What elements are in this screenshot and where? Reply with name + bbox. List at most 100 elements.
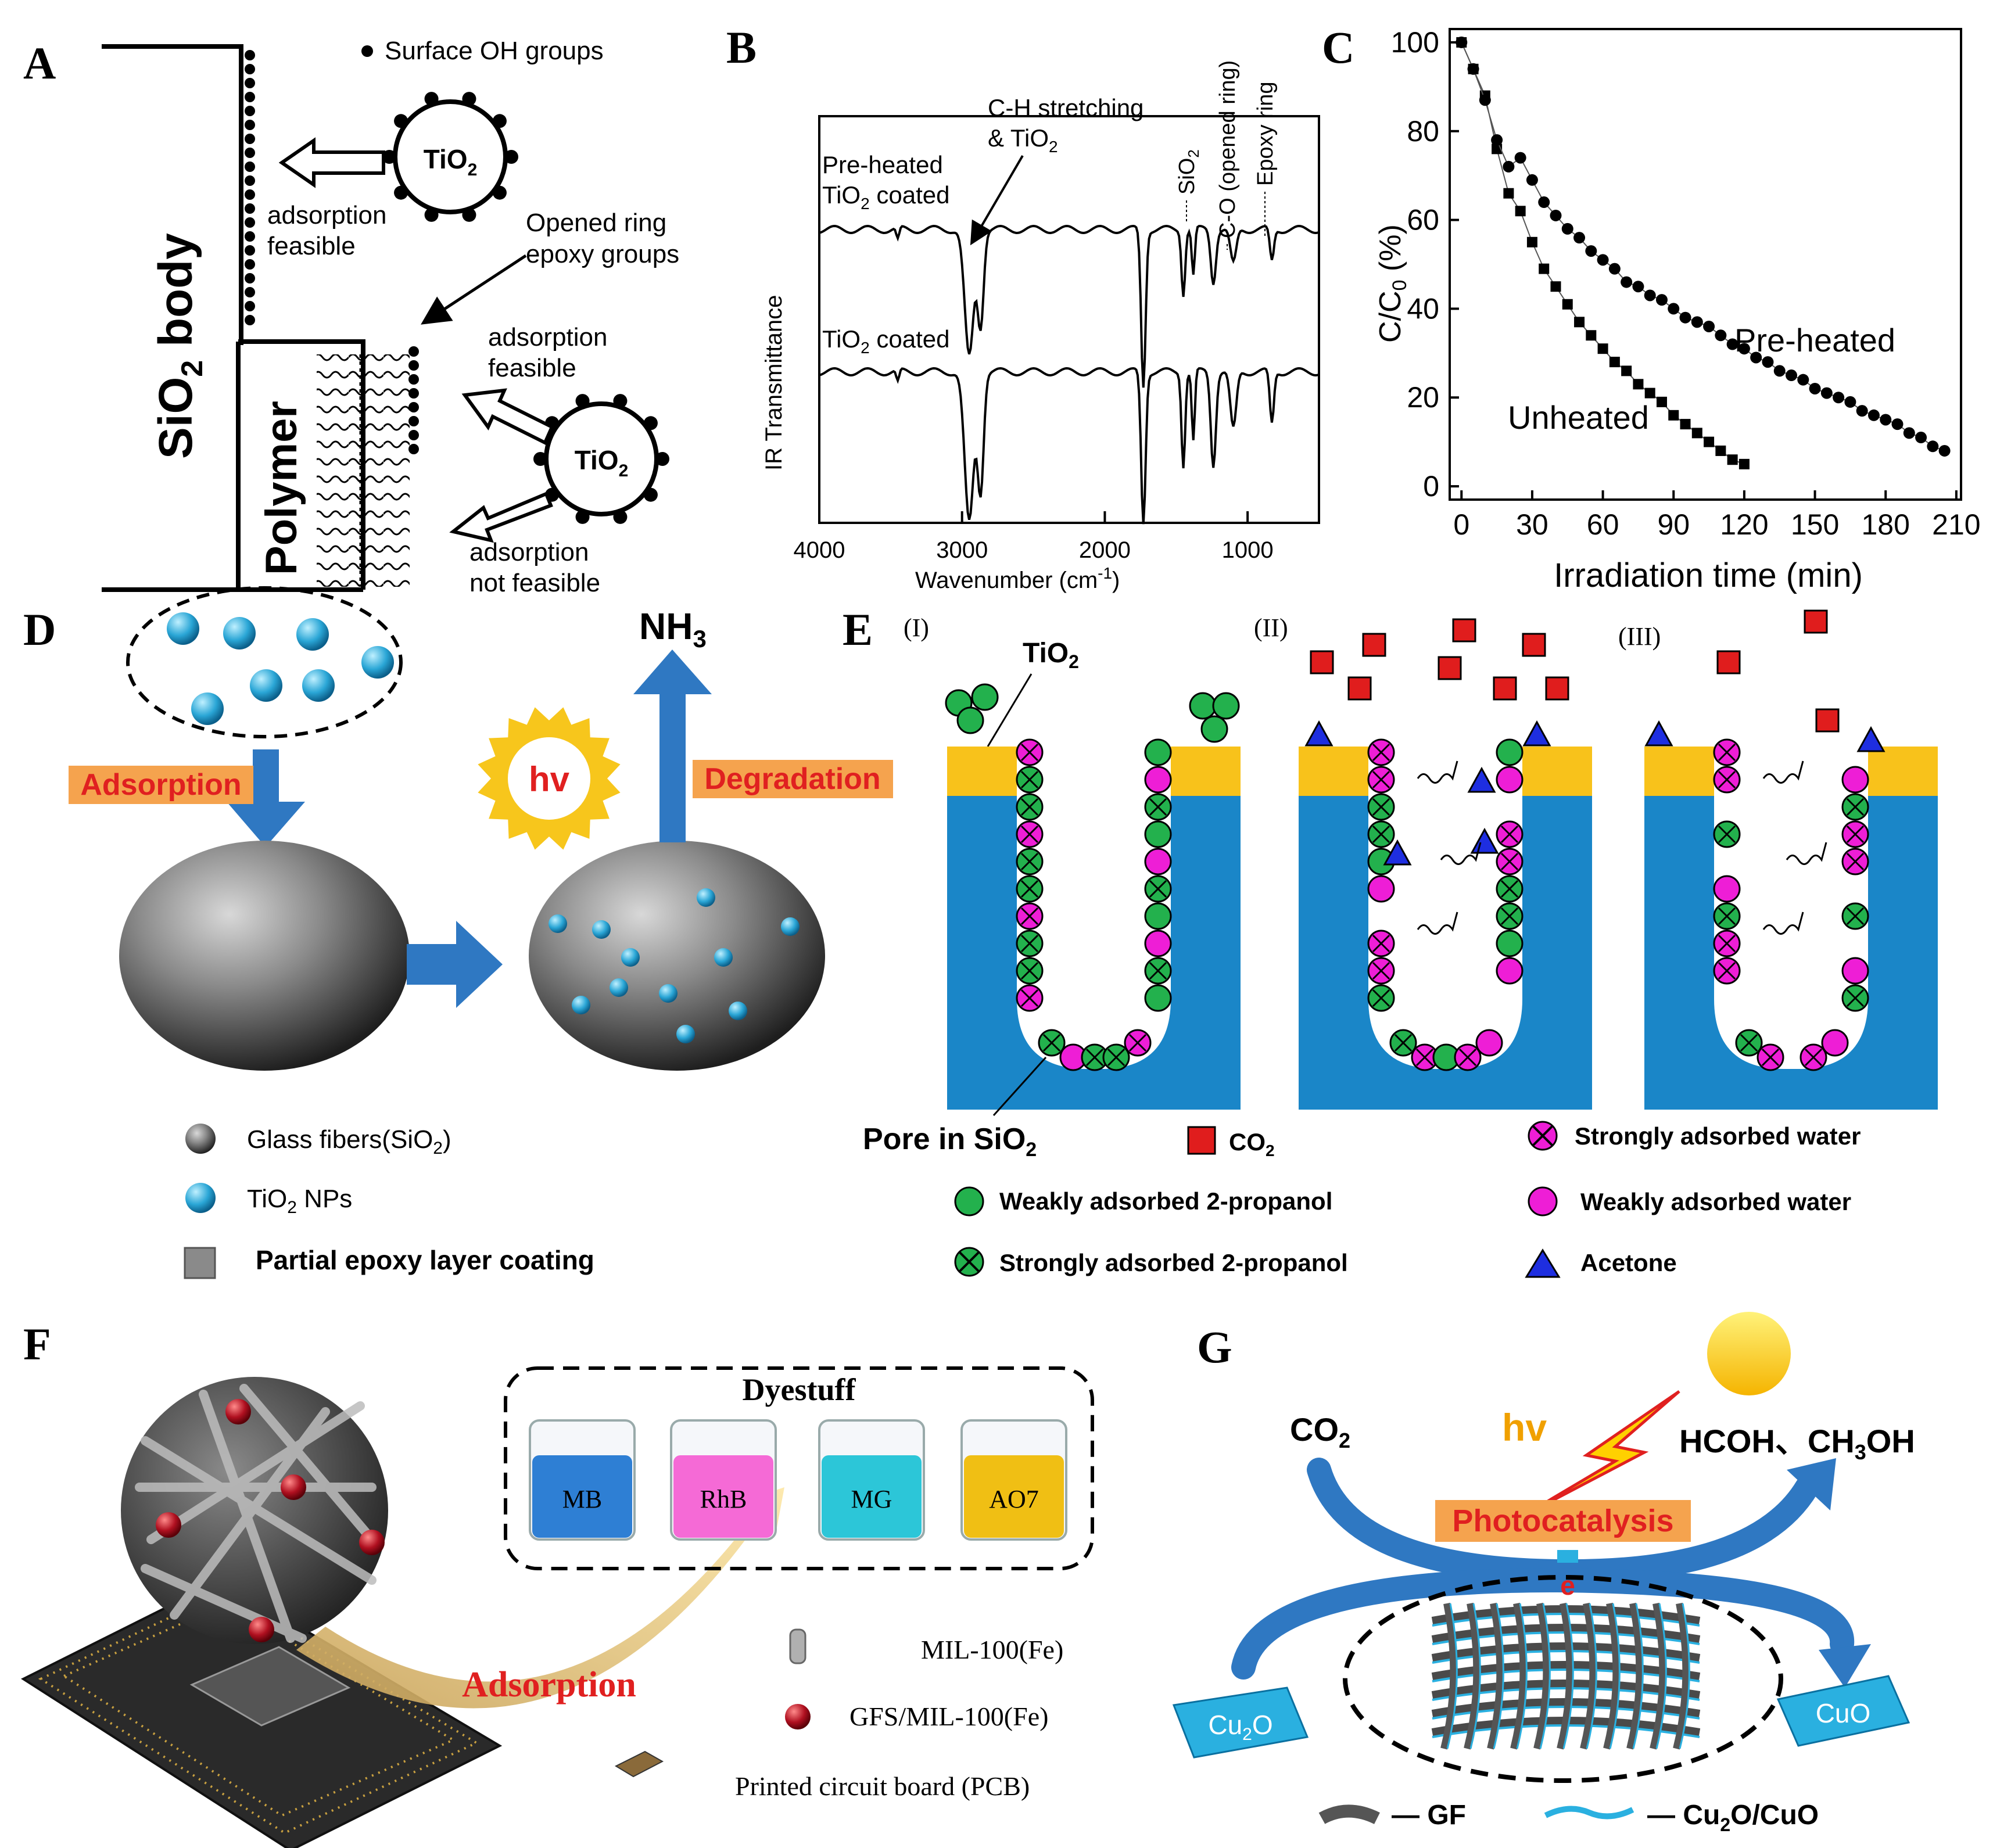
cu-oxide-wire <box>1562 1603 1574 1749</box>
weakly-adsorbed-molecule <box>1496 957 1524 985</box>
acetone-molecule <box>1644 720 1673 747</box>
np-reservoir <box>126 586 403 738</box>
tio2-layer-left <box>1299 747 1368 796</box>
legend-glass-fiber: Glass fibers(SiO2) <box>247 1125 451 1158</box>
weakly-adsorbed-molecule <box>956 706 984 734</box>
legend-pcb-icon <box>614 1750 664 1778</box>
tio2-surface-dot <box>575 394 590 408</box>
data-point-unheated <box>1656 396 1667 407</box>
photon-squiggle <box>1786 842 1827 865</box>
legend-gfs-icon <box>785 1704 811 1729</box>
legend-strong-propanol: Strongly adsorbed 2-propanol <box>999 1249 1348 1276</box>
legend-tio2-np-icon <box>185 1183 216 1213</box>
chart-x-tick-label: 0 <box>1453 508 1469 541</box>
fiber-mesh <box>1431 1602 1701 1750</box>
sun-icon-g <box>1707 1312 1791 1395</box>
ir-annotation-epoxy: Epoxy ring <box>1253 81 1278 186</box>
chart-y-tick-label: 40 <box>1407 292 1439 325</box>
adsorption-arrow <box>227 749 305 847</box>
weakly-adsorbed-molecule <box>1144 766 1172 794</box>
chart-x-tick-label: 120 <box>1720 508 1768 541</box>
weakly-adsorbed-molecule <box>1189 692 1217 720</box>
tio2-np <box>223 617 256 650</box>
pore-label: Pore in SiO2 <box>863 1122 1037 1161</box>
legend-strong-water: Strongly adsorbed water <box>1575 1122 1861 1150</box>
tio2-np <box>167 612 199 645</box>
beaker-liquid <box>822 1455 922 1538</box>
photocatalysis-label: Photocatalysis <box>1452 1503 1673 1538</box>
beaker-liquid <box>673 1455 773 1538</box>
stage-label-3: (III) <box>1618 622 1661 651</box>
data-point-unheated <box>1550 281 1561 292</box>
data-point-preheated <box>1867 409 1880 421</box>
tio2-surface-dot <box>394 185 408 200</box>
tio2-layer-left <box>1644 747 1714 796</box>
data-point-preheated <box>1762 356 1774 368</box>
co2-molecule <box>1804 609 1828 634</box>
tio2-pointer-e <box>987 673 1033 747</box>
tio2-np <box>302 669 335 702</box>
tio2-np-adsorbed <box>549 914 567 933</box>
tio2-layer-right <box>1171 747 1241 796</box>
chart-ylabel: C/C0 (%) <box>1374 224 1411 343</box>
co2-molecule <box>1522 633 1546 657</box>
legend-epoxy: Partial epoxy layer coating <box>256 1245 594 1275</box>
cuo-tag <box>1776 1675 1910 1747</box>
tio2-np-adsorbed <box>714 948 733 967</box>
data-point-preheated <box>1479 94 1491 106</box>
adsorption-label: Adsorption <box>80 768 241 802</box>
co2-molecule <box>1815 708 1840 733</box>
photon-squiggle <box>1762 760 1804 784</box>
legend-gf: — GF <box>1392 1800 1466 1831</box>
tio2-surface-dot <box>394 114 408 128</box>
adsorption-label-f: Adsorption <box>462 1665 636 1705</box>
legend-strong-water-icon <box>1528 1121 1558 1151</box>
tio2-surface-dot <box>533 452 547 466</box>
legend-weak-water-icon <box>1528 1186 1558 1217</box>
tio2-np-adsorbed <box>676 1025 695 1043</box>
cu-oxide-wire <box>1469 1603 1481 1749</box>
pore-pointer <box>992 1056 1047 1117</box>
gf-fiber <box>1440 1602 1457 1750</box>
oh-dot <box>245 134 255 144</box>
weakly-adsorbed-molecule <box>1713 875 1741 903</box>
tio2-label-e: TiO2 <box>1023 638 1079 672</box>
weakly-adsorbed-molecule <box>1821 1029 1849 1057</box>
legend-tio2-np: TiO2 NPs <box>247 1185 352 1217</box>
gfs-mil-particle <box>156 1512 181 1538</box>
oh-dot <box>245 301 255 311</box>
process-arrow <box>407 921 503 1008</box>
cu-oxide-wire <box>1586 1603 1597 1749</box>
legend-epoxy-icon <box>184 1247 216 1279</box>
pore-stage-1 <box>945 683 1241 1110</box>
ir-plot-frame <box>818 115 1320 524</box>
chart-y-tick-label: 80 <box>1407 115 1439 148</box>
data-point-unheated <box>1621 365 1632 376</box>
tio2-surface-dot <box>643 416 658 430</box>
weakly-adsorbed-molecule <box>1200 715 1228 743</box>
chart-x-tick-label: 90 <box>1657 508 1690 541</box>
co2-molecule <box>1438 656 1462 680</box>
weakly-adsorbed-molecule <box>1841 957 1869 985</box>
ir-tick-label: 2000 <box>1079 537 1131 563</box>
panel-letter-e: E <box>843 604 873 655</box>
data-point-preheated <box>1597 254 1609 266</box>
oh-dot <box>245 315 255 325</box>
arc-arrow-bottom-head <box>1819 1644 1871 1688</box>
tio2-np-group <box>167 612 394 725</box>
co2-molecule <box>1347 676 1372 701</box>
chart-x-tick-label: 60 <box>1587 508 1619 541</box>
fiber-strand <box>199 1390 295 1643</box>
photocatalysis-label-bg <box>1435 1500 1691 1542</box>
svg-text:TiO2: TiO2 <box>575 445 629 480</box>
co2-molecule <box>1493 676 1517 701</box>
beaker-liquid <box>532 1455 632 1538</box>
epoxy-dot <box>408 402 419 412</box>
data-point-preheated <box>1915 432 1927 444</box>
tio2-np-adsorbed <box>781 917 800 936</box>
panel-d: D Adsorption NH3 Degradation hv Glass fi… <box>23 586 893 1279</box>
data-point-preheated <box>1844 396 1856 408</box>
data-point-unheated <box>1727 454 1738 465</box>
